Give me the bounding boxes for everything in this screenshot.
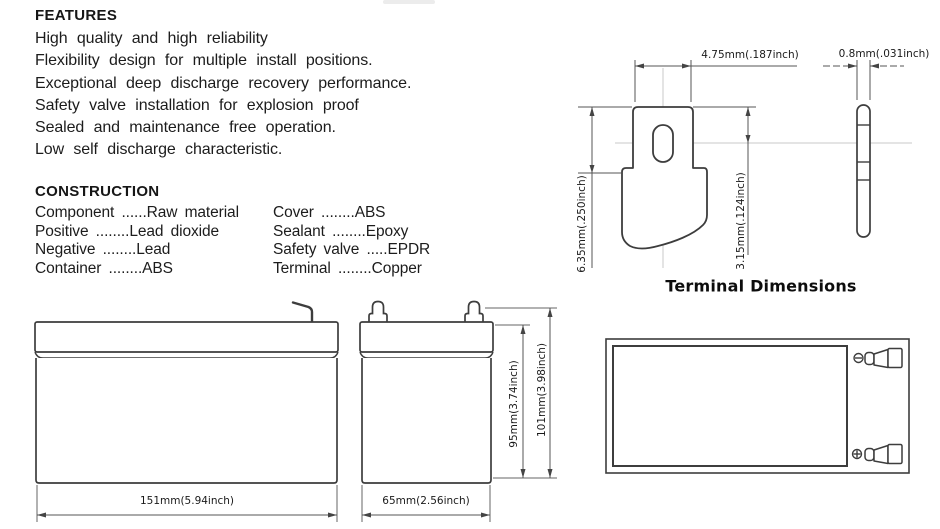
front-lid-outline — [34, 321, 339, 353]
top-view-inner-outline — [612, 345, 848, 467]
terminal-front-outline — [621, 106, 708, 250]
arrowhead-up — [589, 107, 595, 116]
arrowhead-right — [481, 512, 490, 518]
front-body-outline — [35, 358, 338, 484]
construction-row: Positive ........Lead dioxide — [35, 222, 220, 240]
construction-right-column: Cover ........ABS Sealant ........Epoxy … — [273, 204, 505, 278]
feature-item: Safety valve installation for explosion … — [35, 96, 359, 114]
arrowhead-up — [745, 107, 751, 116]
arrowhead-left — [870, 63, 879, 69]
construction-heading: CONSTRUCTION — [35, 183, 160, 200]
construction-row: Negative ........Lead — [35, 241, 171, 259]
feature-item: High quality and high reliability — [35, 30, 268, 47]
negative-terminal-connector — [864, 347, 903, 369]
battery-front-view — [34, 301, 339, 522]
front-collar-line — [34, 351, 339, 359]
battery-dimension-drawing — [34, 300, 557, 522]
arrowhead-up — [520, 325, 526, 334]
side-lid-outline — [359, 321, 494, 353]
arrowhead-down — [520, 469, 526, 478]
feature-item: Sealed and maintenance free operation. — [35, 119, 336, 137]
arrowhead-left — [635, 63, 644, 69]
features-heading: FEATURES — [35, 7, 118, 24]
feature-item: Low self discharge characteristic. — [35, 141, 283, 159]
terminal-dimensions-diagram — [578, 60, 912, 268]
cropped-text-fragment — [383, 0, 435, 4]
features-section: FEATURES High quality and high reliabili… — [35, 6, 505, 162]
side-width-dimension-label: 65mm(2.56inch) — [382, 495, 470, 507]
arrowhead-down — [745, 135, 751, 143]
tab-width-dimension-label: 4.75mm(.187inch) — [701, 49, 799, 61]
construction-row: Terminal ........Copper — [273, 259, 422, 277]
construction-columns: Component ......Raw material Positive ..… — [35, 204, 505, 278]
slot-offset-dimension-label: 3.15mm(.124inch) — [735, 172, 747, 270]
feature-item: Flexibility design for multiple install … — [35, 52, 373, 70]
positive-terminal-connector — [864, 443, 903, 465]
side-terminal-post — [464, 300, 484, 322]
plus-circle-icon — [851, 448, 863, 460]
arrowhead-down — [589, 165, 595, 173]
feature-item: Exceptional deep discharge recovery perf… — [35, 74, 412, 92]
construction-row: Cover ........ABS — [273, 204, 386, 221]
construction-row: Sealant ........Epoxy — [273, 222, 409, 240]
front-terminal-tab — [291, 301, 314, 324]
side-body-outline — [361, 358, 492, 484]
arrowhead-down — [547, 469, 553, 478]
side-collar-line — [359, 351, 494, 359]
side-terminal-post — [368, 300, 388, 322]
arrowhead-right — [848, 63, 857, 69]
thickness-dimension-label: 0.8mm(.031inch) — [838, 48, 930, 60]
terminal-slot — [652, 124, 674, 163]
battery-top-view — [605, 338, 910, 474]
construction-row: Safety valve .....EPDR — [273, 241, 431, 259]
arrowhead-up — [547, 308, 553, 317]
construction-left-column: Component ......Raw material Positive ..… — [35, 204, 273, 278]
overall-height-dimension-label: 101mm(3.98inch) — [536, 342, 548, 438]
construction-row: Container ........ABS — [35, 259, 173, 277]
construction-row: Component ......Raw material — [35, 204, 239, 221]
arrowhead-right — [328, 512, 337, 518]
terminal-diagram-title: Terminal Dimensions — [665, 276, 857, 296]
body-height-dimension-label: 95mm(3.74inch) — [508, 360, 520, 448]
terminal-side-outline — [856, 104, 871, 238]
front-width-dimension-label: 151mm(5.94inch) — [139, 495, 235, 507]
arrowhead-left — [362, 512, 371, 518]
arrowhead-left — [37, 512, 46, 518]
tab-length-dimension-label: 6.35mm(.250inch) — [576, 175, 588, 273]
arrowhead-right — [682, 63, 691, 69]
construction-section: CONSTRUCTION Component ......Raw materia… — [35, 183, 505, 278]
minus-circle-icon — [853, 352, 864, 364]
battery-side-view — [359, 300, 557, 522]
